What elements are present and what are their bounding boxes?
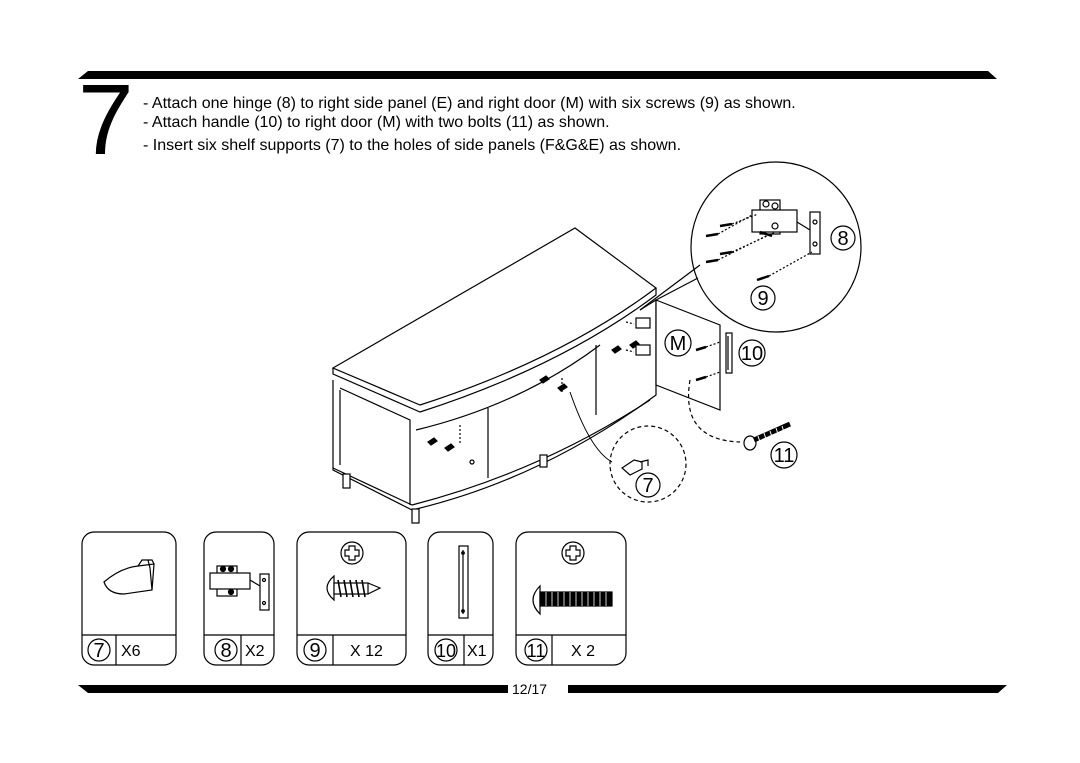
- instruction-line-2: - Attach handle (10) to right door (M) w…: [143, 114, 610, 131]
- part-card-10: 10 X1: [427, 531, 494, 666]
- svg-text:X6: X6: [121, 643, 141, 660]
- part-card-9: 9 X 12: [296, 531, 407, 666]
- svg-text:X1: X1: [467, 643, 487, 660]
- screw-icon: [326, 541, 382, 602]
- tv-stand-body: [332, 300, 657, 524]
- svg-text:7: 7: [642, 475, 653, 497]
- svg-text:X 12: X 12: [350, 643, 383, 660]
- bolt-detail: [688, 379, 792, 451]
- callout-7: 7: [635, 472, 661, 498]
- svg-text:8: 8: [837, 228, 848, 250]
- hinge-detail: [625, 317, 651, 356]
- svg-text:11: 11: [527, 641, 546, 661]
- instruction-line-3: - Insert six shelf supports (7) to the h…: [143, 137, 682, 154]
- svg-text:8: 8: [220, 640, 231, 662]
- handle-icon: [458, 545, 469, 619]
- bolt-icon: [532, 541, 613, 616]
- callout-10: 10: [738, 339, 766, 367]
- callout-11: 11: [770, 441, 798, 469]
- hinge-icon: [209, 565, 270, 611]
- tv-stand-top: [331, 227, 658, 413]
- callout-m: M: [664, 329, 692, 357]
- svg-text:X 2: X 2: [571, 643, 595, 660]
- part-card-11: 11 X 2: [515, 531, 627, 666]
- instruction-line-1: - Attach one hinge (8) to right side pan…: [143, 95, 796, 112]
- shelf-support-zoom-circle: [569, 391, 687, 503]
- hinge-zoom-circle: [639, 161, 862, 333]
- step-number: 7: [78, 64, 134, 176]
- svg-text:X2: X2: [245, 643, 265, 660]
- svg-text:10: 10: [436, 641, 456, 661]
- part-card-7: 7 X6: [81, 531, 177, 666]
- callout-9: 9: [750, 285, 776, 311]
- top-rule: [78, 71, 997, 79]
- shelf-support-icon: [103, 559, 155, 595]
- callout-8: 8: [830, 225, 856, 251]
- svg-text:7: 7: [93, 640, 104, 662]
- part-card-8: 8 X2: [203, 531, 275, 666]
- door-panel: [639, 299, 733, 411]
- svg-text:9: 9: [757, 288, 768, 310]
- svg-text:11: 11: [774, 445, 795, 467]
- svg-text:9: 9: [309, 640, 320, 662]
- svg-text:M: M: [670, 333, 687, 355]
- svg-text:10: 10: [741, 343, 763, 365]
- page-number: 12/17: [512, 681, 548, 697]
